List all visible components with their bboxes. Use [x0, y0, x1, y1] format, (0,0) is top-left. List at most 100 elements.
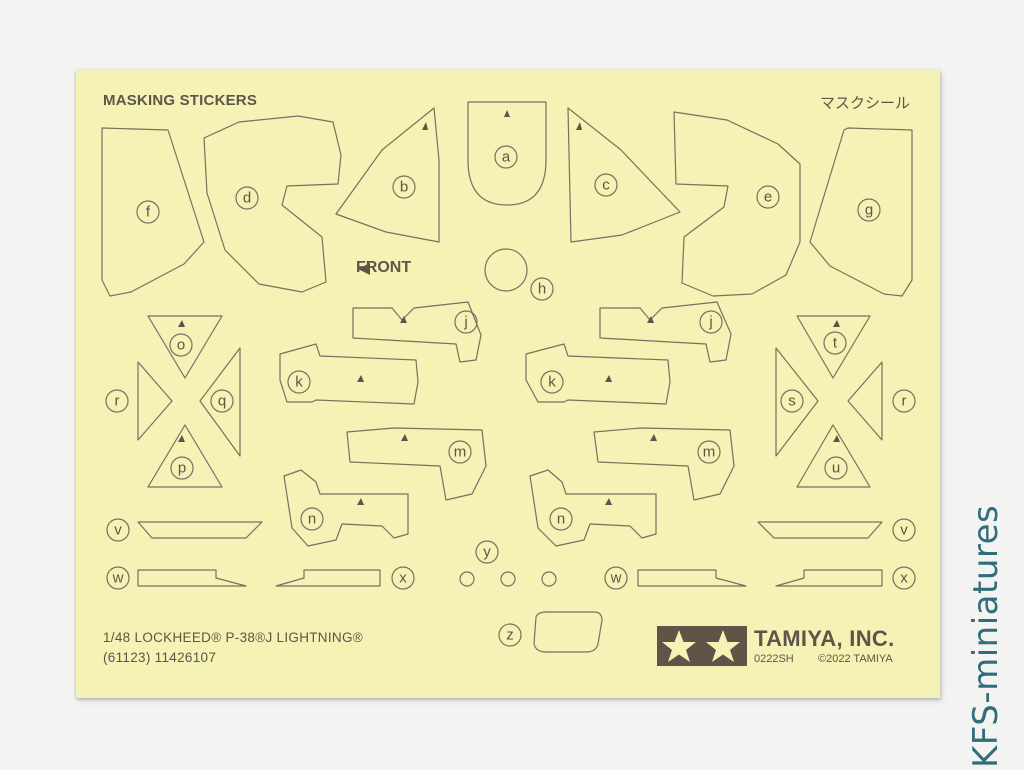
sticker-j-right: [599, 301, 732, 363]
svg-text:w: w: [112, 570, 124, 587]
sticker-g: [809, 127, 913, 297]
label-m-right: m: [697, 440, 721, 464]
label-a: a: [494, 145, 518, 169]
label-j-left: j: [454, 310, 478, 334]
sticker-d: [203, 115, 342, 293]
tri-m-right: [650, 434, 657, 441]
label-d: d: [235, 186, 259, 210]
sticker-a: [467, 101, 547, 206]
svg-text:u: u: [832, 460, 840, 477]
sticker-w-right: [637, 569, 747, 587]
sticker-j-left: [352, 301, 482, 363]
svg-text:k: k: [295, 374, 303, 391]
svg-text:y: y: [483, 544, 491, 561]
tri-o: [178, 320, 185, 327]
label-q: q: [210, 389, 234, 413]
label-m-left: m: [448, 440, 472, 464]
label-k-right: k: [540, 370, 564, 394]
tamiya-star-logo: [657, 626, 747, 666]
masking-sticker-sheet: MASKING STICKERS マスクシール: [76, 70, 940, 698]
svg-text:c: c: [602, 177, 610, 194]
sticker-b: [335, 107, 440, 243]
sheet-title-japanese: マスクシール: [819, 95, 910, 112]
label-v-right: v: [892, 518, 916, 542]
sticker-k-right: [525, 343, 671, 405]
label-t: t: [823, 331, 847, 355]
svg-text:g: g: [865, 202, 873, 219]
sticker-f: [101, 127, 205, 297]
svg-text:n: n: [308, 511, 316, 528]
sticker-u: [796, 424, 871, 488]
svg-text:w: w: [610, 570, 622, 587]
svg-text:t: t: [833, 335, 838, 352]
svg-text:j: j: [708, 314, 712, 331]
svg-text:j: j: [463, 314, 467, 331]
sheet-code: 0222SH: [754, 653, 794, 665]
tri-n-left: [357, 498, 364, 505]
tri-b: [422, 122, 428, 130]
sticker-n-left: [283, 469, 409, 547]
svg-text:q: q: [218, 393, 226, 410]
svg-text:x: x: [900, 570, 908, 587]
label-e: e: [756, 185, 780, 209]
label-y: y: [475, 540, 499, 564]
svg-text:z: z: [506, 627, 514, 644]
sticker-p: [147, 424, 223, 488]
sticker-m-right: [593, 427, 735, 501]
label-f: f: [136, 200, 160, 224]
tri-c: [576, 122, 582, 130]
svg-text:v: v: [114, 522, 122, 539]
sticker-y-2: [500, 571, 516, 587]
sticker-s: [775, 347, 819, 457]
sticker-q: [199, 347, 241, 457]
label-g: g: [857, 198, 881, 222]
svg-text:s: s: [788, 393, 796, 410]
tri-j-right: [647, 316, 654, 323]
tri-p: [178, 435, 185, 442]
sticker-z: [533, 611, 603, 653]
label-o: o: [169, 333, 193, 357]
svg-text:e: e: [764, 189, 772, 206]
brand-name: TAMIYA, INC.: [754, 626, 895, 651]
tri-n-right: [605, 498, 612, 505]
sticker-y-3: [541, 571, 557, 587]
svg-text:b: b: [400, 179, 408, 196]
tri-m-left: [401, 434, 408, 441]
label-p: p: [170, 456, 194, 480]
front-arrow-icon: [358, 263, 370, 275]
label-x-right: x: [892, 566, 916, 590]
label-r-right: r: [892, 389, 916, 413]
label-v-left: v: [106, 518, 130, 542]
svg-text:m: m: [703, 444, 716, 461]
label-b: b: [392, 175, 416, 199]
sticker-v-right: [757, 521, 883, 539]
label-c: c: [594, 173, 618, 197]
sticker-h: [484, 248, 528, 292]
svg-text:n: n: [557, 511, 565, 528]
sticker-e: [673, 111, 801, 297]
sticker-w-left: [137, 569, 247, 587]
label-u: u: [824, 456, 848, 480]
tri-u: [833, 435, 840, 442]
label-n-left: n: [300, 507, 324, 531]
svg-text:k: k: [548, 374, 556, 391]
svg-text:x: x: [399, 570, 407, 587]
product-name: 1/48 LOCKHEED® P-38®J LIGHTNING®: [103, 630, 364, 645]
sticker-x-right: [775, 569, 883, 587]
svg-text:o: o: [177, 337, 185, 354]
label-n-right: n: [549, 507, 573, 531]
tri-k-right: [605, 375, 612, 382]
label-w-right: w: [604, 566, 628, 590]
copyright-text: ©2022 TAMIYA: [818, 653, 893, 665]
svg-text:p: p: [178, 460, 186, 477]
sticker-v-left: [137, 521, 263, 539]
sticker-t: [796, 315, 871, 379]
sticker-c: [567, 107, 681, 243]
sticker-r-right: [847, 361, 883, 441]
label-w-left: w: [106, 566, 130, 590]
product-code: (61123) 11426107: [103, 650, 217, 665]
svg-text:m: m: [454, 444, 467, 461]
label-s: s: [780, 389, 804, 413]
label-j-right: j: [699, 310, 723, 334]
svg-text:f: f: [146, 204, 151, 221]
